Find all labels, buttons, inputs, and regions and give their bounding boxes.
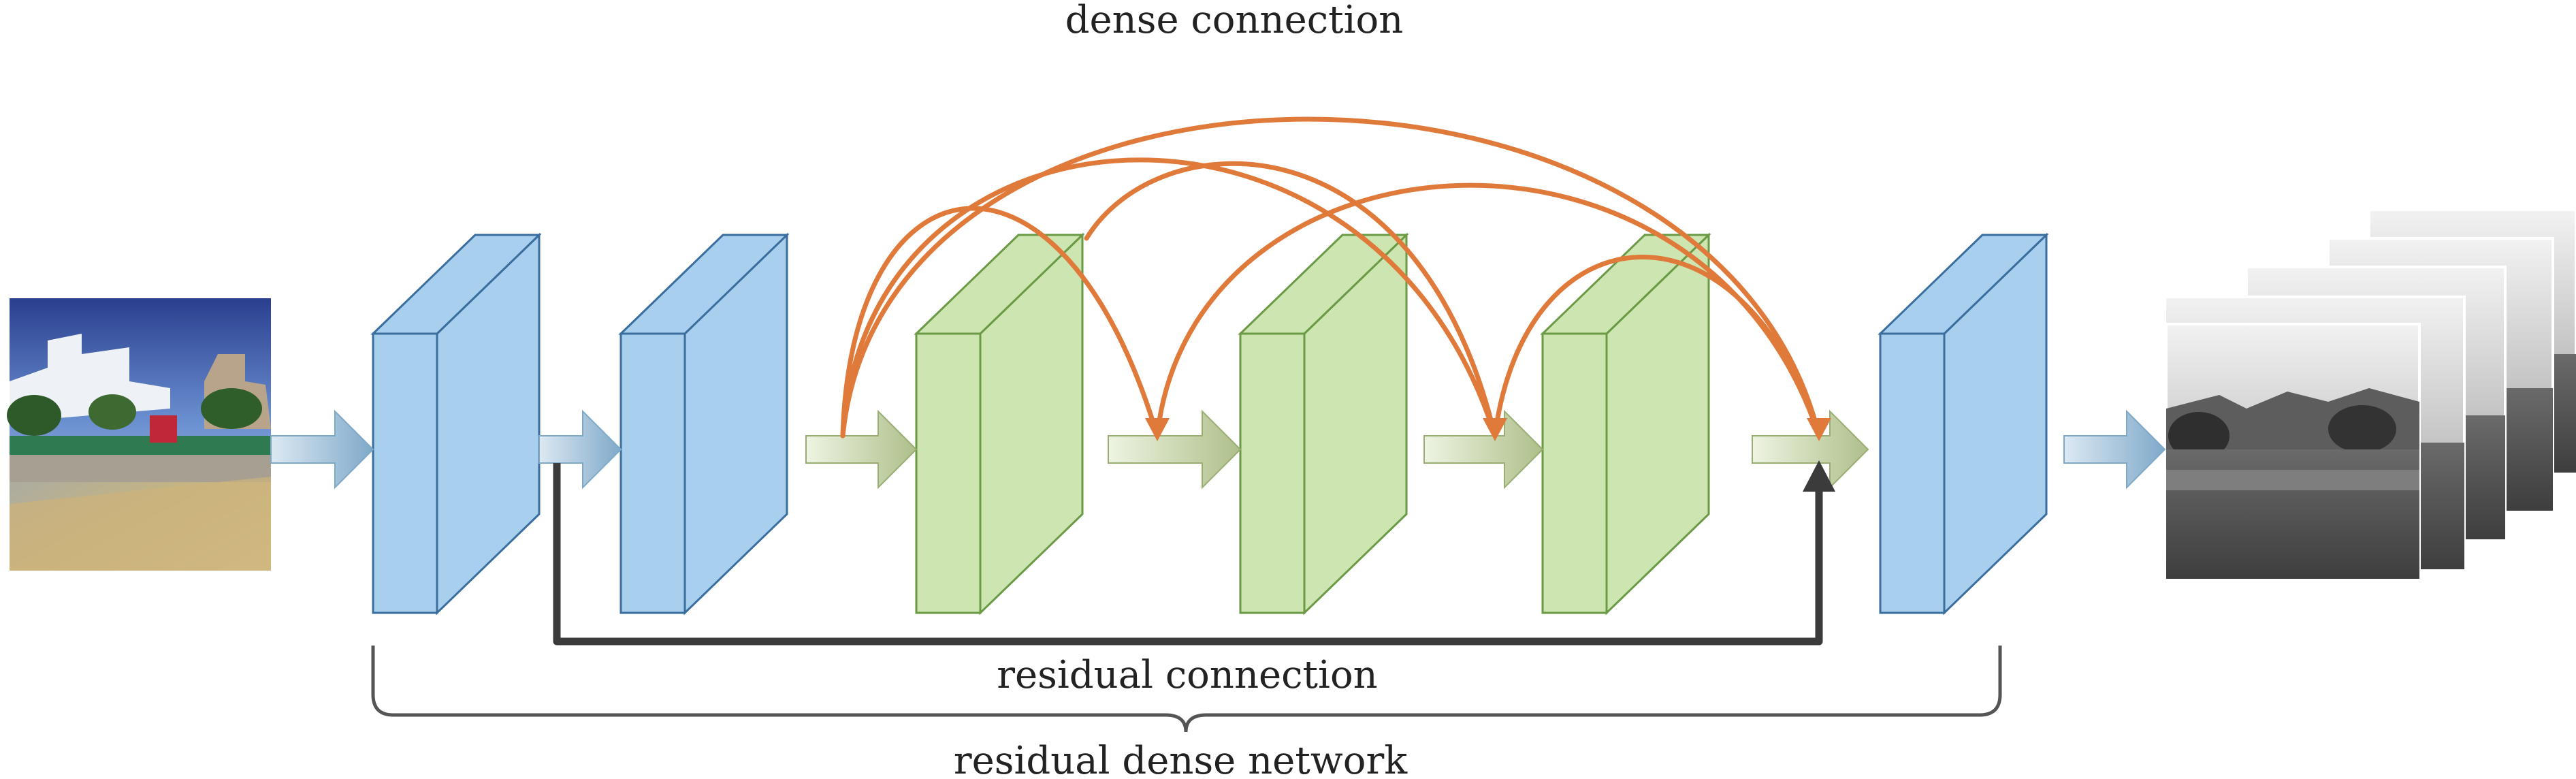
dense-arrowhead-3 xyxy=(1807,418,1831,441)
conv-block-1-front xyxy=(372,332,438,614)
conv-block-3 xyxy=(1878,232,2049,616)
network-brace xyxy=(371,646,2002,733)
connector-dense3-to-conv3 xyxy=(1752,409,1869,490)
connector-dense2-to-dense3 xyxy=(1423,409,1544,490)
output-image-layer-1 xyxy=(2165,323,2421,580)
residual-connection-arrowhead xyxy=(1803,460,1835,492)
dense-block-3-front xyxy=(1541,332,1608,614)
connector-conv3-to-output xyxy=(2063,409,2166,490)
residual-connection-arrow xyxy=(553,460,1835,646)
dense-arrowhead-1 xyxy=(1145,418,1170,441)
dense-connection-label: dense connection xyxy=(1065,0,1404,42)
dense-block-1-front xyxy=(915,332,982,614)
dense-connection-arrows xyxy=(840,116,1831,441)
dense-block-3 xyxy=(1540,232,1711,616)
residual-connection-line xyxy=(553,463,1823,646)
dense-arc-4 xyxy=(1084,161,1498,439)
dense-arc-2 xyxy=(840,157,1498,439)
input-color-image xyxy=(7,298,271,571)
conv-block-2 xyxy=(618,232,790,616)
connector-dense1-to-dense2 xyxy=(1108,409,1242,490)
dense-arc-6 xyxy=(1492,255,1822,439)
output-gray-image-stack xyxy=(2163,208,2576,580)
dense-arrowhead-2 xyxy=(1483,418,1507,441)
residual-dense-network-label: residual dense network xyxy=(954,739,1408,779)
conv-block-3-front xyxy=(1879,332,1946,614)
dense-arc-3 xyxy=(840,116,1822,439)
blocks-layer xyxy=(370,232,2049,616)
conv-block-1 xyxy=(370,232,542,616)
dense-block-2-front xyxy=(1239,332,1306,614)
connector-conv1-to-conv2 xyxy=(538,409,622,490)
dense-block-1 xyxy=(914,232,1085,616)
conv-block-2-front xyxy=(619,332,686,614)
connectors-layer xyxy=(270,409,2166,490)
connector-conv2-to-dense1 xyxy=(805,409,918,490)
dense-block-2 xyxy=(1238,232,1409,616)
connector-input-to-conv1 xyxy=(270,409,374,490)
residual-connection-label: residual connection xyxy=(997,653,1377,697)
